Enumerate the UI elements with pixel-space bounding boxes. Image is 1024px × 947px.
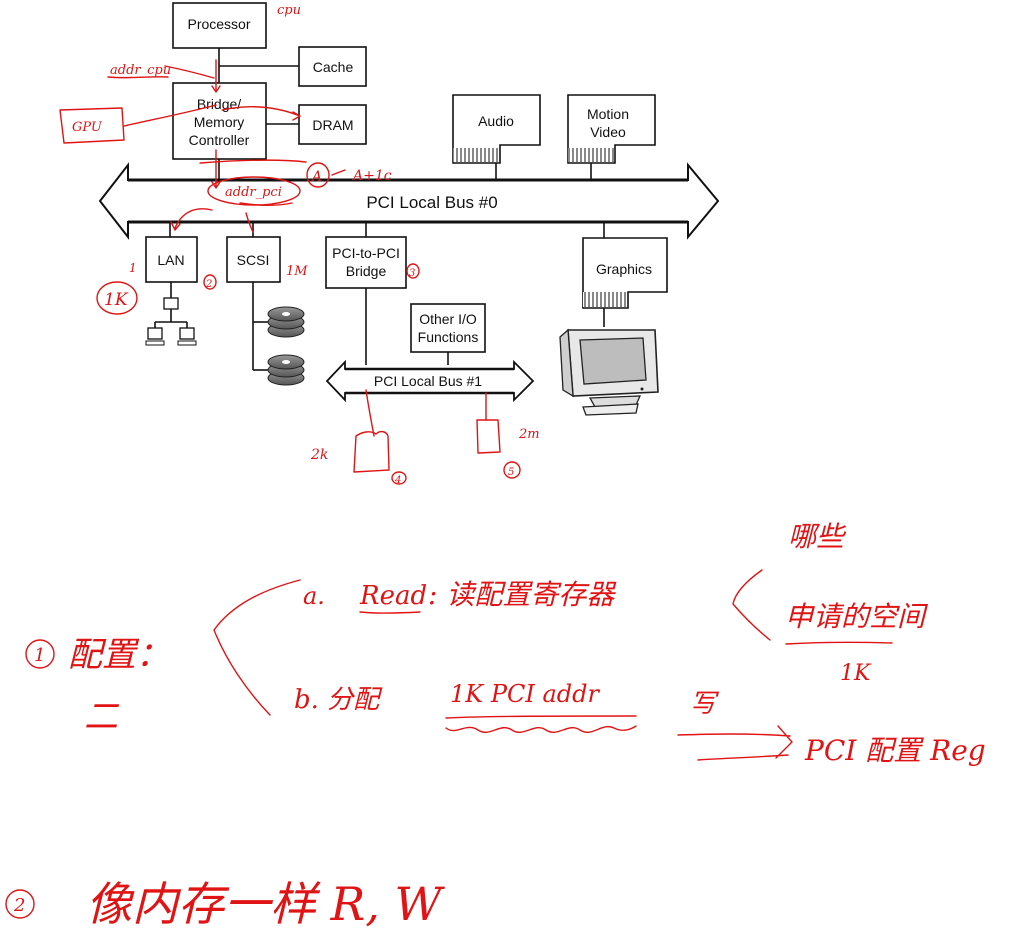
processor-box: Processor	[172, 2, 267, 49]
a-prefix: a.	[303, 582, 325, 610]
gpu-note: GPU	[72, 120, 103, 135]
which-note: 哪些	[788, 520, 847, 553]
one-k-note: 1K	[104, 290, 129, 310]
a-read: Read	[359, 581, 427, 611]
graphics-label: Graphics	[596, 261, 652, 277]
apply-space-note: 申请的空间	[785, 600, 929, 633]
cpu-note: cpu	[277, 3, 301, 18]
two-m-note: 2m	[518, 427, 540, 442]
step-1-num: 1	[34, 645, 45, 666]
write-note: 写	[690, 689, 720, 719]
b-addr: 1K PCI addr	[450, 680, 600, 708]
addr-cpu-note: addr_cpu	[110, 63, 171, 78]
pci-local-bus-1: PCI Local Bus #1	[325, 359, 535, 403]
dram-box: DRAM	[298, 104, 367, 145]
dram-label: DRAM	[312, 117, 353, 133]
processor-label: Processor	[187, 16, 250, 32]
network-computers-icon	[145, 297, 197, 346]
other-io-label-2: Functions	[418, 329, 479, 345]
one-m-note: 1M	[286, 264, 308, 279]
a-rest: : 读配置寄存器	[428, 578, 617, 611]
two-k-note: 2k	[310, 447, 328, 463]
bridge-label-2: Memory	[194, 114, 245, 130]
num-1-note: 1	[129, 261, 137, 275]
num-4-note: 4	[394, 475, 401, 486]
motion-video-label-2: Video	[590, 124, 626, 140]
a-formula-note: A+1c	[351, 168, 392, 184]
red-annotations: cpu addr_cpu GPU addr_pci A A+1c 1 1K 2 …	[5, 3, 986, 931]
pci-local-bus-0: PCI Local Bus #0	[98, 162, 720, 240]
other-io-box: Other I/O Functions	[410, 303, 486, 353]
pci-to-pci-bridge-box: PCI-to-PCI Bridge	[325, 236, 407, 289]
monitor-icon	[559, 328, 659, 416]
disk-drive-icon	[267, 354, 305, 386]
bridge-label-1: Bridge/	[197, 96, 241, 112]
addr-pci-note: addr_pci	[225, 185, 282, 200]
cache-box: Cache	[298, 46, 367, 87]
bridge-box: Bridge/ Memory Controller	[172, 82, 267, 160]
bridge-label-3: Controller	[189, 132, 250, 148]
num-2-note: 2	[205, 279, 212, 290]
lan-box: LAN	[145, 236, 198, 283]
step-2-text: 像内存一样 R, W	[86, 877, 446, 931]
disk-drive-icon	[267, 306, 305, 338]
scsi-label: SCSI	[237, 252, 270, 268]
pci-to-pci-label-1: PCI-to-PCI	[332, 245, 400, 261]
audio-label: Audio	[478, 113, 514, 129]
b-prefix: b. 分配	[294, 685, 383, 715]
apply-size-note: 1K	[840, 661, 872, 686]
pci-reg-note: PCI 配置 Reg	[804, 734, 986, 767]
lan-label: LAN	[157, 252, 184, 268]
a-circle-note: A	[310, 169, 322, 185]
num-3-note: 3	[409, 268, 415, 279]
motion-video-label-1: Motion	[587, 106, 629, 122]
scsi-box: SCSI	[226, 236, 281, 283]
pci-bus-0-label: PCI Local Bus #0	[366, 193, 497, 212]
pci-to-pci-label-2: Bridge	[346, 263, 387, 279]
motion-video-card: Motion Video	[567, 94, 656, 164]
audio-card: Audio	[452, 94, 541, 164]
graphics-card: Graphics	[582, 237, 668, 309]
pci-bus-1-label: PCI Local Bus #1	[374, 373, 482, 389]
step-1-title: 配置：	[68, 635, 170, 675]
num-5-note: 5	[508, 467, 514, 478]
step-1-sub: 二	[84, 697, 120, 737]
other-io-label-1: Other I/O	[419, 311, 477, 327]
cache-label: Cache	[313, 59, 354, 75]
step-2-num: 2	[13, 895, 25, 916]
